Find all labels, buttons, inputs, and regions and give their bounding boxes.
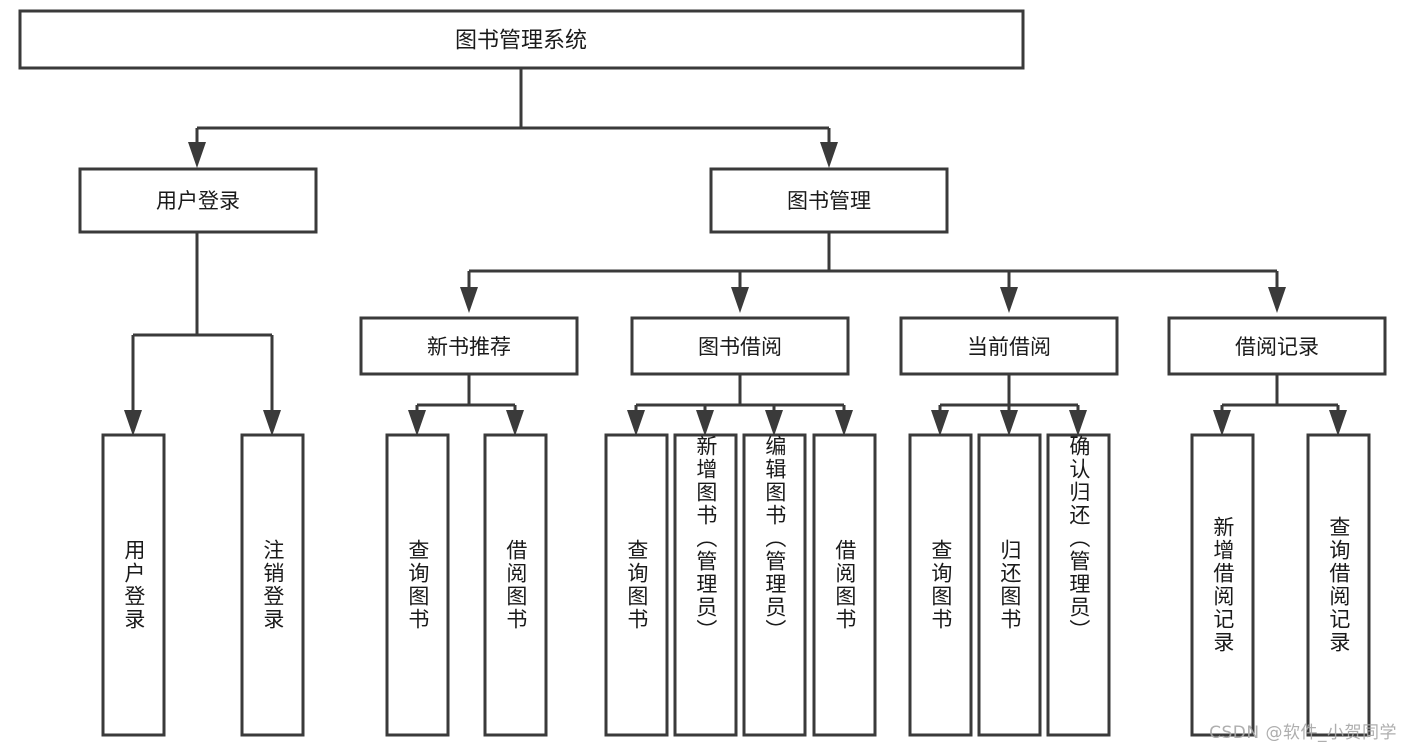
node-leaf-edit-book-box[interactable] bbox=[742, 433, 807, 737]
node-current-borrow-label: 当前借阅 bbox=[967, 335, 1051, 359]
arrow-leaf-add-book bbox=[696, 410, 714, 436]
node-leaf-borrow-book-2-box[interactable] bbox=[812, 433, 877, 737]
node-new-book-rec-label: 新书推荐 bbox=[427, 335, 511, 359]
node-leaf-confirm-return-box[interactable] bbox=[1046, 433, 1111, 737]
arrow-leaf-borrow-book-2 bbox=[835, 410, 853, 436]
node-leaf-borrow-book-1-box[interactable] bbox=[483, 433, 548, 737]
arrow-leaf-edit-book bbox=[765, 410, 783, 436]
node-root-box[interactable] bbox=[18, 9, 1025, 70]
node-user-login-label: 用户登录 bbox=[156, 189, 240, 213]
node-new-book-rec-box[interactable] bbox=[359, 316, 579, 376]
node-leaf-query-book-2-box[interactable] bbox=[604, 433, 669, 737]
arrow-leaf-query-book-1 bbox=[408, 410, 426, 436]
node-current-borrow-box[interactable] bbox=[899, 316, 1119, 376]
node-borrow-record-box[interactable] bbox=[1167, 316, 1387, 376]
node-book-borrow-label: 图书借阅 bbox=[698, 335, 782, 359]
node-borrow-record-label: 借阅记录 bbox=[1235, 335, 1319, 359]
node-book-borrow-box[interactable] bbox=[630, 316, 850, 376]
node-leaf-add-book-box[interactable] bbox=[673, 433, 738, 737]
node-leaf-query-book-3-box[interactable] bbox=[908, 433, 973, 737]
node-leaf-add-record-box[interactable] bbox=[1190, 433, 1255, 737]
arrow-leaf-user-login bbox=[124, 410, 142, 436]
arrow-leaf-borrow-book-1 bbox=[506, 410, 524, 436]
node-leaf-return-book-box[interactable] bbox=[977, 433, 1042, 737]
arrow-to-borrow-record bbox=[1268, 287, 1286, 313]
arrow-to-current-borrow bbox=[1000, 287, 1018, 313]
node-leaf-user-logout-box[interactable] bbox=[240, 433, 305, 737]
arrow-leaf-user-logout bbox=[263, 410, 281, 436]
arrow-leaf-query-book-2 bbox=[627, 410, 645, 436]
node-leaf-query-book-1-box[interactable] bbox=[385, 433, 450, 737]
arrow-leaf-add-record bbox=[1213, 410, 1231, 436]
node-book-manage-box[interactable] bbox=[709, 167, 949, 234]
arrow-to-new-book-rec bbox=[460, 287, 478, 313]
arrow-to-book-manage bbox=[820, 142, 838, 168]
node-book-manage-label: 图书管理 bbox=[787, 189, 871, 213]
arrow-leaf-query-record bbox=[1329, 410, 1347, 436]
arrow-to-book-borrow bbox=[731, 287, 749, 313]
arrow-leaf-confirm-return bbox=[1069, 410, 1087, 436]
arrow-to-user-login bbox=[188, 142, 206, 168]
csdn-watermark: CSDN @软件_小贺同学 bbox=[1209, 723, 1397, 743]
node-leaf-query-record-box[interactable] bbox=[1306, 433, 1371, 737]
node-root-label: 图书管理系统 bbox=[455, 29, 587, 54]
arrow-leaf-return-book bbox=[1000, 410, 1018, 436]
node-leaf-user-login-box[interactable] bbox=[101, 433, 166, 737]
node-user-login-box[interactable] bbox=[78, 167, 318, 234]
arrow-leaf-query-book-3 bbox=[931, 410, 949, 436]
